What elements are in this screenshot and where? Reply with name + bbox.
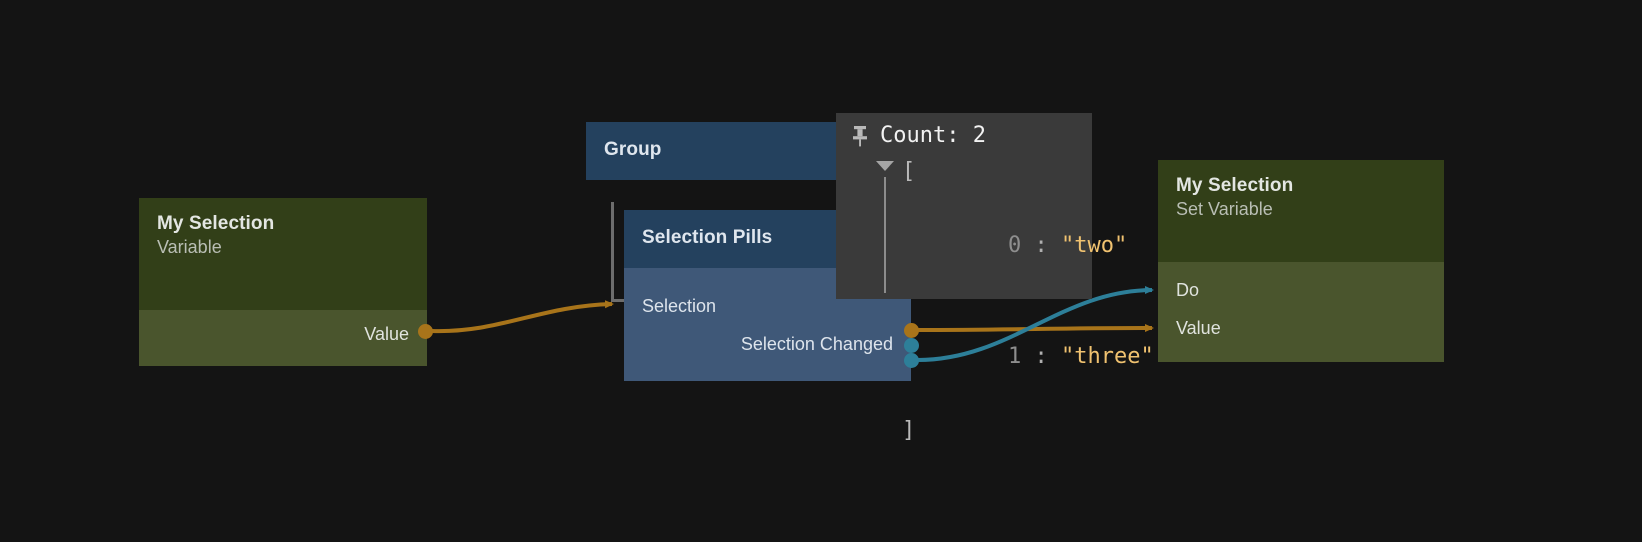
port-label-selection-changed-out[interactable]: Selection Changed [740,334,893,354]
watch-count-label: Count: 2 [880,123,986,148]
array-index: 1 [1007,344,1022,370]
array-value: "two" [1060,233,1128,259]
array-entry-0[interactable]: 0 : "two" [876,190,1127,301]
node-body: Value [139,310,427,366]
node-body: Do Value [1158,262,1444,362]
watch-popup-header: Count: 2 [850,123,1078,149]
port-label-value-in[interactable]: Value [1176,318,1221,338]
port-dot-changed[interactable] [904,353,919,368]
port-label-selection-in[interactable]: Selection [642,296,717,316]
array-separator: : [1034,344,1048,370]
tree-guide-line [884,177,886,294]
node-body: Selection Selection Changed [624,268,911,381]
node-title: Group [604,139,662,160]
array-separator: : [1034,233,1048,259]
node-title: Selection Pills [642,227,773,248]
array-value: "three" [1060,344,1154,370]
pin-icon[interactable] [850,125,870,147]
node-my-selection-set-variable[interactable]: My Selection Set Variable Do Value [1158,160,1444,362]
watch-value-popup[interactable]: Count: 2 [ 0 : "two" 1 : "three" ] [836,113,1154,443]
array-index: 0 [1007,233,1022,259]
wire-value-to-selection [431,300,614,334]
port-dot-selection-out[interactable] [904,323,919,338]
node-header: My Selection Variable [139,198,427,310]
chevron-down-icon[interactable] [876,161,894,172]
node-my-selection-variable[interactable]: My Selection Variable Value [139,198,427,366]
array-open-bracket: [ [902,159,916,185]
port-label-do-in[interactable]: Do [1176,280,1200,300]
group-bracket [611,202,633,302]
node-subtitle: Variable [157,236,222,257]
node-title: My Selection [1176,175,1294,196]
port-dot-selection-changed-out[interactable] [904,338,919,353]
node-title: My Selection [157,213,275,234]
array-close-bracket: ] [902,418,916,444]
port-dot-value-out[interactable] [418,324,433,339]
node-header: My Selection Set Variable [1158,160,1444,262]
port-label-value-out[interactable]: Value [364,324,409,344]
node-subtitle: Set Variable [1176,198,1273,219]
array-entry-1[interactable]: 1 : "three" [876,301,1154,412]
watch-tree: [ 0 : "two" 1 : "three" ] [850,153,1154,449]
